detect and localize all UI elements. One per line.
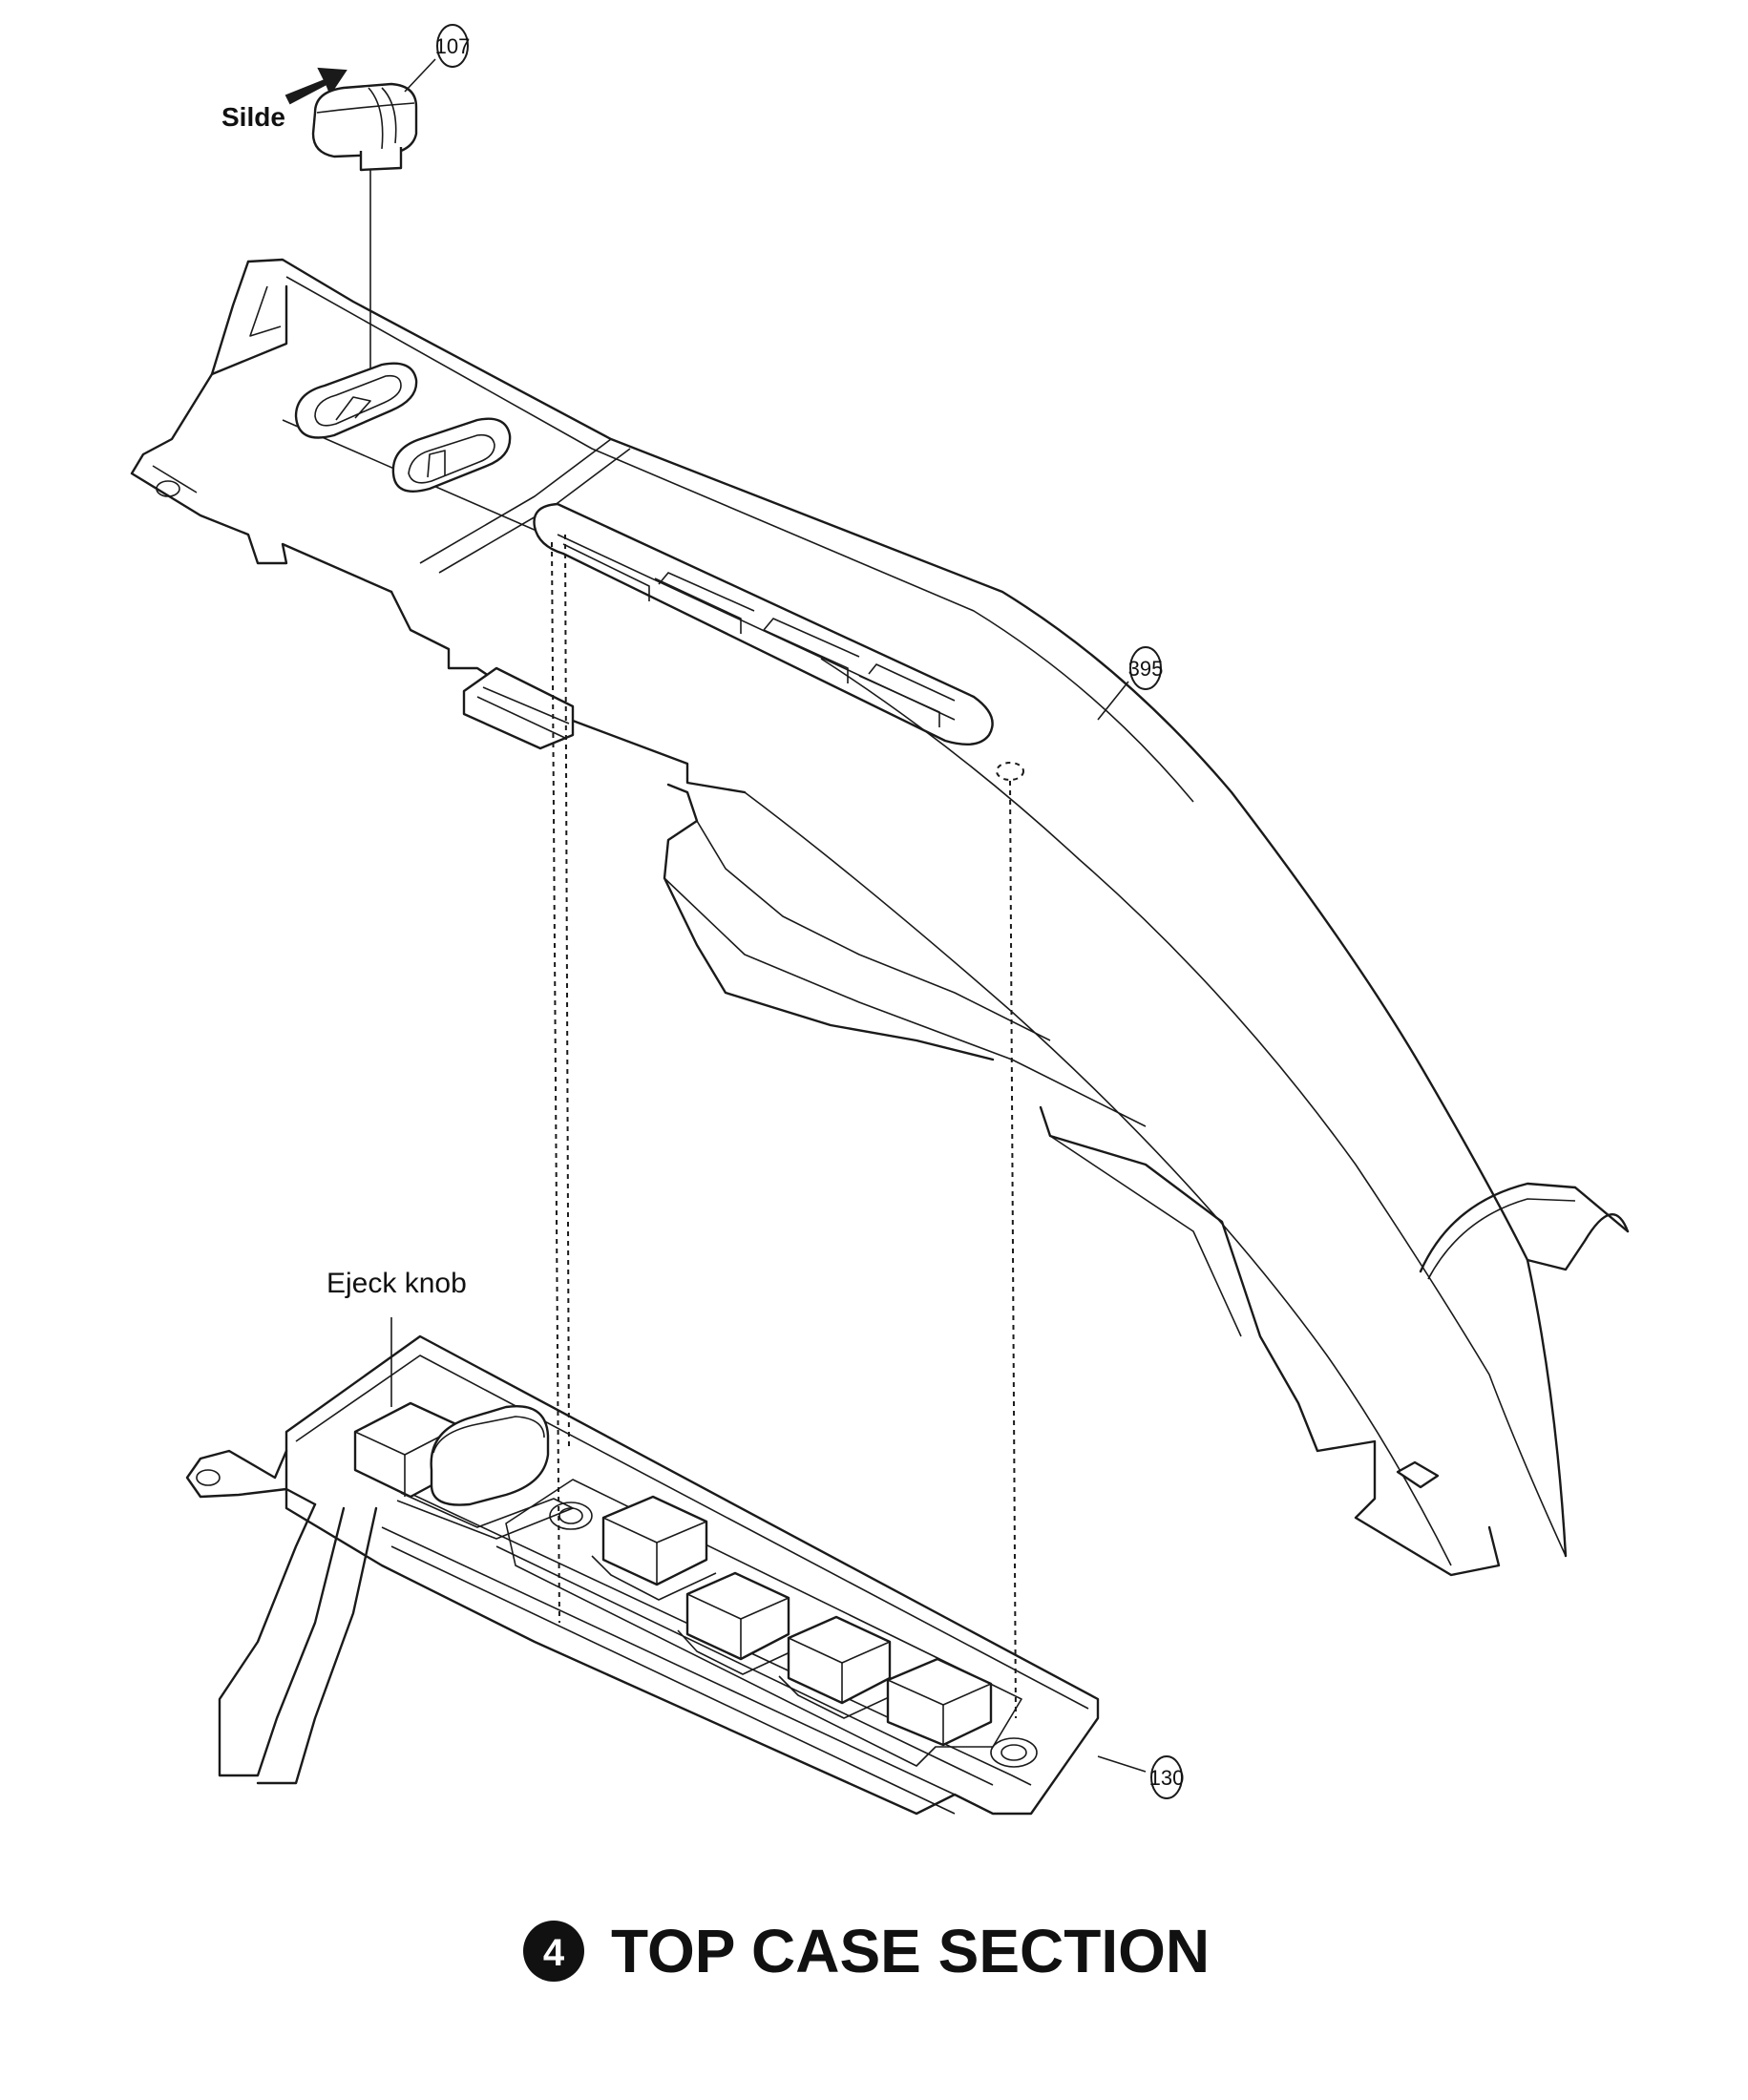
callout-107: 107 xyxy=(435,24,471,68)
svg-text:395: 395 xyxy=(1128,657,1164,681)
section-title-text: TOP CASE SECTION xyxy=(611,1917,1210,1985)
svg-text:130: 130 xyxy=(1149,1766,1185,1790)
switch-board-part xyxy=(185,1317,1147,1816)
eject-knob-label: Ejeck knob xyxy=(326,1268,467,1299)
assembly-line-right xyxy=(1009,780,1017,1719)
section-number-badge xyxy=(523,1921,584,1982)
slide-label: Silde xyxy=(221,102,285,132)
slide-arrow-icon xyxy=(284,67,347,105)
top-case-part xyxy=(130,258,1630,1577)
slide-knob-part xyxy=(284,58,436,172)
section-number: 4 xyxy=(543,1932,565,1974)
callout-130: 130 xyxy=(1149,1755,1185,1799)
callout-395: 395 xyxy=(1128,646,1164,690)
assembly-line-left-b xyxy=(564,534,570,1452)
svg-text:107: 107 xyxy=(435,34,471,58)
section-title: 4 TOP CASE SECTION xyxy=(523,1917,1210,1985)
assembly-line-left-a xyxy=(551,541,560,1624)
